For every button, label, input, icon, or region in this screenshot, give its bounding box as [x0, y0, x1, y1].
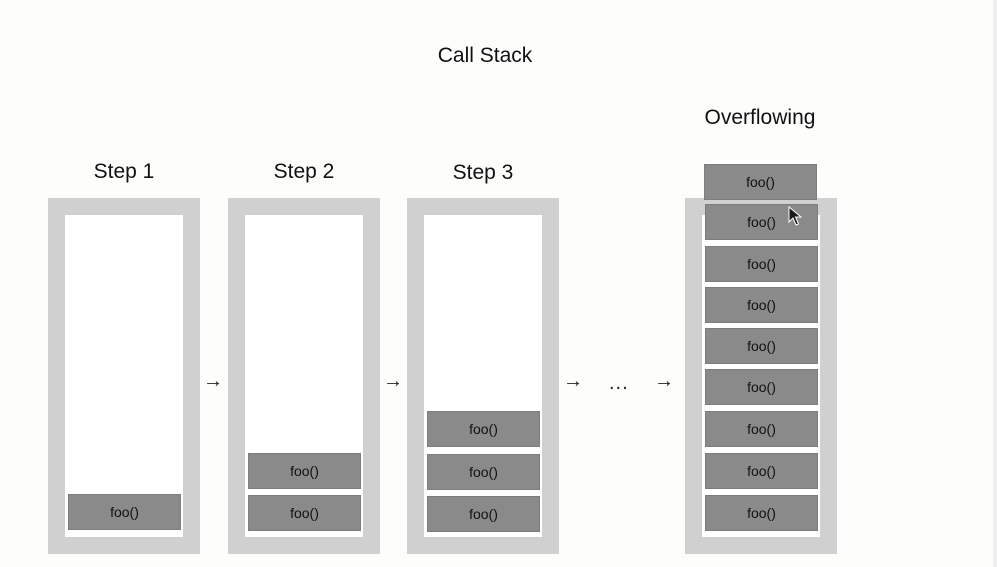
stack-frame: foo(): [705, 495, 818, 531]
stack-frame: foo(): [248, 453, 361, 489]
step-3-stack: foo() foo() foo(): [407, 198, 559, 554]
step-2-label: Step 2: [273, 160, 335, 183]
stack-frame: foo(): [705, 204, 818, 240]
step-1-stack: foo(): [48, 198, 200, 554]
stack-frame: foo(): [705, 287, 818, 323]
step-1-label: Step 1: [93, 160, 155, 183]
mouse-cursor-icon: [788, 206, 803, 226]
overflowing-label: Overflowing: [704, 106, 816, 129]
arrow-3: →: [563, 370, 583, 392]
ellipsis: ...: [609, 372, 629, 394]
arrow-1: →: [203, 370, 223, 392]
stack-frame: foo(): [705, 411, 818, 447]
step-2-stack: foo() foo(): [228, 198, 380, 554]
stack-frame: foo(): [427, 454, 540, 490]
arrow-4: →: [654, 370, 674, 392]
stack-frame: foo(): [68, 494, 181, 530]
step-3-label: Step 3: [452, 161, 514, 184]
stack-frame: foo(): [705, 246, 818, 282]
stack-frame: foo(): [248, 495, 361, 531]
stack-frame-overflow: foo(): [704, 164, 817, 200]
stack-frame: foo(): [705, 453, 818, 489]
step-1-stack-inner: [65, 215, 183, 537]
stack-frame: foo(): [705, 369, 818, 405]
stack-frame: foo(): [427, 496, 540, 532]
stack-frame: foo(): [427, 411, 540, 447]
diagram-title: Call Stack: [437, 44, 533, 67]
stack-frame: foo(): [705, 328, 818, 364]
arrow-2: →: [383, 370, 403, 392]
window-edge: [993, 0, 997, 567]
